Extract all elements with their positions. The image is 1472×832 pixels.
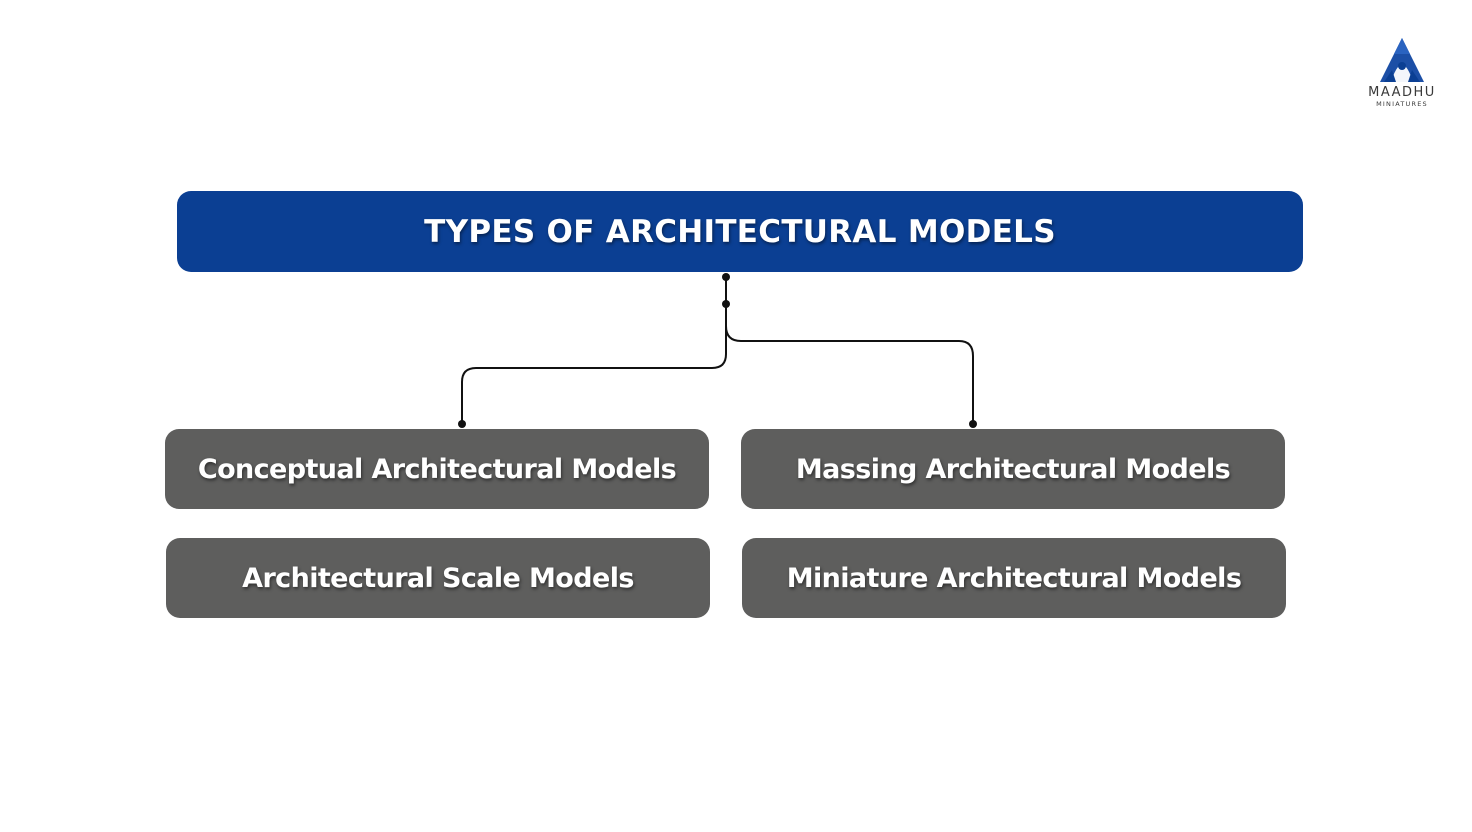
connector-dot-left-end — [458, 420, 466, 428]
node-label: Miniature Architectural Models — [786, 562, 1242, 594]
connector-left — [461, 277, 727, 424]
logo-mark-icon — [1380, 38, 1424, 82]
node-miniature-models: Miniature Architectural Models — [742, 538, 1286, 618]
node-label: Massing Architectural Models — [795, 453, 1231, 485]
brand-subtitle: MINIATURES — [1376, 100, 1428, 108]
node-conceptual-models: Conceptual Architectural Models — [165, 429, 709, 509]
node-label: Architectural Scale Models — [242, 562, 634, 594]
diagram-title-box: TYPES OF ARCHITECTURAL MODELS — [177, 191, 1303, 272]
connector-right — [725, 304, 974, 424]
node-label: Conceptual Architectural Models — [197, 453, 677, 485]
brand-logo: MAADHU MINIATURES — [1356, 36, 1452, 112]
node-scale-models: Architectural Scale Models — [166, 538, 710, 618]
brand-name: MAADHU — [1368, 85, 1436, 100]
connector-dot-mid — [722, 300, 730, 308]
node-massing-models: Massing Architectural Models — [741, 429, 1285, 509]
connector-dot-right-end — [969, 420, 977, 428]
connector-dot-top — [722, 273, 730, 281]
diagram-title: TYPES OF ARCHITECTURAL MODELS — [424, 213, 1056, 250]
